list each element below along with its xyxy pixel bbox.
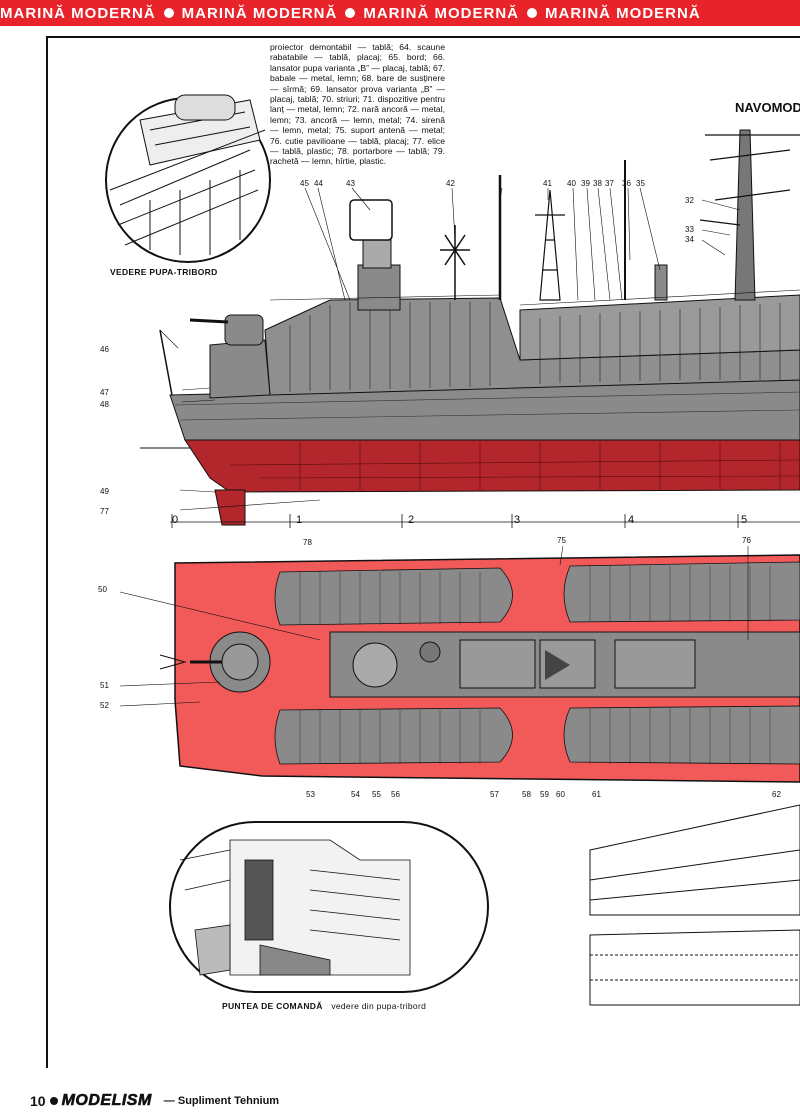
- svg-text:59: 59: [540, 790, 549, 799]
- caption-bridge: PUNTEA DE COMANDĂ vedere din pupa-tribor…: [222, 1001, 426, 1011]
- svg-text:57: 57: [490, 790, 499, 799]
- svg-text:43: 43: [346, 179, 355, 188]
- hull-section-views: [589, 804, 800, 1006]
- svg-text:45: 45: [300, 179, 309, 188]
- drawing-frame: [46, 36, 800, 1068]
- svg-text:47: 47: [100, 388, 109, 397]
- bridge-detail-illustration: [169, 821, 489, 993]
- bullet-icon: [49, 1097, 58, 1105]
- banner-text: MARINĂ MODERNĂ: [0, 4, 156, 22]
- caption-bridge-title: PUNTEA DE COMANDĂ: [222, 1001, 323, 1011]
- banner-text: MARINĂ MODERNĂ: [363, 4, 520, 22]
- svg-text:61: 61: [592, 790, 601, 799]
- svg-text:36: 36: [622, 179, 631, 188]
- svg-text:49: 49: [100, 487, 109, 496]
- svg-text:55: 55: [372, 790, 381, 799]
- bullet-icon: [163, 8, 174, 18]
- svg-text:0: 0: [172, 514, 178, 526]
- svg-text:54: 54: [351, 790, 360, 799]
- caption-stern-view: VEDERE PUPA-TRIBORD: [110, 267, 218, 277]
- svg-text:76: 76: [742, 536, 751, 545]
- svg-text:62: 62: [772, 790, 781, 799]
- svg-text:53: 53: [306, 790, 315, 799]
- svg-text:38: 38: [593, 179, 602, 188]
- svg-text:35: 35: [636, 179, 645, 188]
- svg-text:58: 58: [522, 790, 531, 799]
- svg-text:75: 75: [557, 536, 566, 545]
- svg-text:41: 41: [543, 179, 552, 188]
- svg-text:2: 2: [408, 514, 414, 526]
- svg-text:46: 46: [100, 345, 109, 354]
- magazine-brand: MODELISM: [61, 1092, 152, 1110]
- svg-text:52: 52: [100, 701, 109, 710]
- magazine-subtitle: — Supliment Tehnium: [163, 1095, 280, 1107]
- callout-numbers-top: 45 44 43 42 41 40 39 38 37 36 35 32 33 3…: [300, 179, 694, 244]
- svg-text:1: 1: [296, 514, 302, 526]
- svg-text:56: 56: [391, 790, 400, 799]
- callout-numbers-plan: 75 76 50 51 52 53 54 55 56 57 58 59 60 6…: [98, 536, 781, 799]
- svg-text:40: 40: [567, 179, 576, 188]
- bullet-icon: [345, 8, 356, 18]
- stern-detail-illustration: [105, 94, 271, 263]
- svg-text:4: 4: [628, 514, 634, 526]
- station-marks: 0 1 2 3 4 5: [170, 514, 800, 528]
- plan-view: [159, 554, 800, 783]
- caption-bridge-subtitle: vedere din pupa-tribord: [331, 1001, 427, 1011]
- callout-numbers-left: 46 47 48 49 77 78: [100, 345, 312, 547]
- svg-text:39: 39: [581, 179, 590, 188]
- svg-text:44: 44: [314, 179, 323, 188]
- header-banner: MARINĂ MODERNĂ MARINĂ MODERNĂ MARINĂ MOD…: [0, 0, 800, 26]
- svg-text:42: 42: [446, 179, 455, 188]
- svg-text:37: 37: [605, 179, 614, 188]
- banner-text: MARINĂ MODERNĂ: [545, 4, 701, 22]
- parts-legend: proiector demontabil — tablă; 64. scaune…: [270, 42, 445, 167]
- svg-text:51: 51: [100, 681, 109, 690]
- svg-text:48: 48: [100, 400, 109, 409]
- page-title: NAVOMOD: [735, 100, 800, 115]
- banner-text: MARINĂ MODERNĂ: [181, 4, 338, 22]
- svg-text:50: 50: [98, 585, 107, 594]
- svg-text:78: 78: [303, 538, 312, 547]
- svg-text:34: 34: [685, 235, 694, 244]
- svg-text:32: 32: [685, 196, 694, 205]
- svg-text:3: 3: [514, 514, 520, 526]
- svg-text:5: 5: [741, 514, 747, 526]
- side-elevation: [140, 129, 800, 526]
- bullet-icon: [527, 8, 538, 18]
- svg-text:77: 77: [100, 507, 109, 516]
- svg-text:60: 60: [556, 790, 565, 799]
- svg-text:33: 33: [685, 225, 694, 234]
- page-footer: 10 MODELISM — Supliment Tehnium: [30, 1092, 279, 1110]
- page-number: 10: [30, 1093, 46, 1109]
